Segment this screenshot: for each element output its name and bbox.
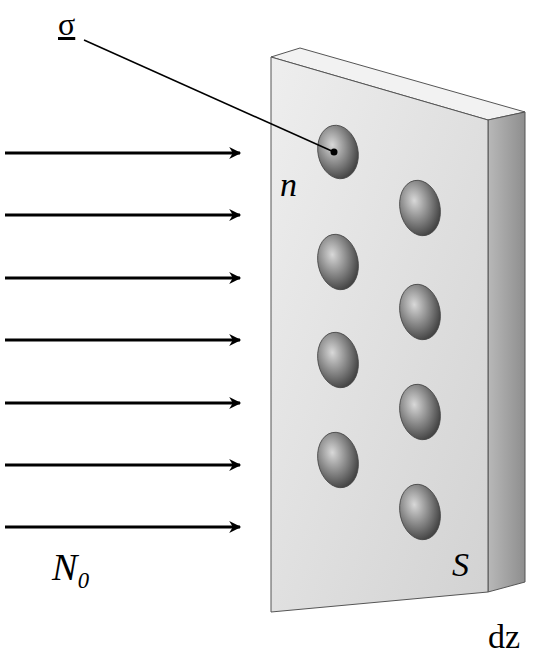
- flux-symbol: N₀: [52, 548, 91, 586]
- leader-line: [84, 40, 338, 156]
- incident-arrows: [5, 153, 240, 527]
- particles: [313, 121, 446, 543]
- area-symbol: S: [452, 548, 469, 582]
- thickness-symbol: dz: [488, 620, 520, 654]
- density-symbol: n: [280, 168, 297, 202]
- cross-section-symbol: σ: [58, 8, 75, 40]
- slab: [271, 48, 525, 612]
